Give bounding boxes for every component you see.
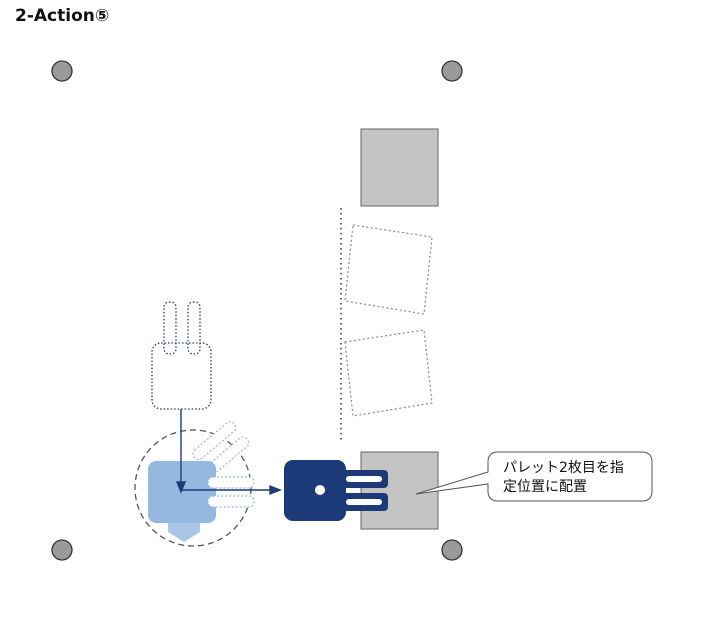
page-title: 2-Action⑤ (15, 6, 110, 26)
callout-text-line1: パレット2枚目を指 (503, 460, 624, 476)
rotation-circle (134, 429, 252, 547)
pallet-ghost-lower (344, 329, 433, 417)
pallet-ghost-upper (344, 224, 433, 315)
gripper-ghost (151, 301, 212, 410)
callout-text-line2: 定位置に配置 (503, 479, 587, 495)
gripper-current (284, 460, 388, 521)
fixture-pin-top-right (441, 60, 463, 82)
pallet-1 (360, 128, 439, 207)
fixture-pin-bottom-right (441, 539, 463, 561)
motion-arrows (175, 409, 282, 496)
pallet-2 (360, 451, 439, 530)
fixture-pin-bottom-left (51, 539, 73, 561)
callout-bubble (415, 451, 653, 502)
fixture-pin-top-left (51, 60, 73, 82)
gripper-rotating (148, 421, 255, 542)
